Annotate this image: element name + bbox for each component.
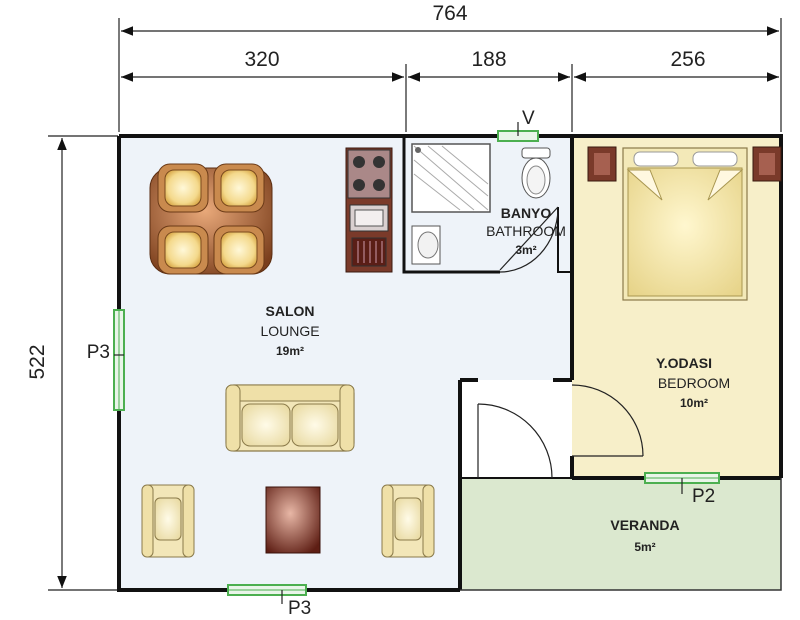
nightstand-left: [587, 146, 617, 182]
dim-total-height: 522: [26, 344, 49, 379]
room-name-bedroom: Y.ODASI: [656, 355, 712, 371]
room-sub-salon: LOUNGE: [260, 323, 319, 339]
label-window-left: P3: [87, 342, 110, 363]
sofa: [225, 384, 355, 452]
dim-segment-3: 256: [670, 48, 705, 71]
dining-set: [149, 163, 273, 275]
toilet-tank: [521, 147, 551, 159]
armchair-left: [141, 484, 195, 558]
room-area-veranda: 5m²: [634, 540, 655, 554]
doors: [477, 206, 644, 479]
stove: [347, 149, 391, 199]
label-window-bedroom: P2: [692, 486, 715, 507]
room-sub-banyo: BATHROOM: [486, 223, 566, 239]
nightstand-right: [752, 146, 782, 182]
windows: [113, 122, 720, 604]
room-area-bedroom: 10m²: [680, 396, 708, 410]
bathroom-fixtures: [411, 143, 551, 265]
kitchen-unit: [345, 147, 393, 273]
double-bed: [622, 147, 748, 301]
room-name-veranda: VERANDA: [610, 517, 679, 533]
shower-head-icon: [415, 147, 421, 153]
chair: [157, 225, 209, 275]
chair: [213, 225, 265, 275]
armchair-right: [381, 484, 435, 558]
chair: [213, 163, 265, 213]
room-name-banyo: BANYO: [501, 205, 552, 221]
dim-segment-1: 320: [244, 48, 279, 71]
veranda-area: [460, 478, 781, 590]
coffee-table: [265, 486, 321, 554]
chair: [157, 163, 209, 213]
walls: [117, 134, 783, 592]
room-area-salon: 19m²: [276, 344, 304, 358]
room-area-banyo: 3m²: [515, 243, 536, 257]
dim-segment-2: 188: [471, 48, 506, 71]
burner-icon: [353, 156, 365, 168]
room-sub-bedroom: BEDROOM: [658, 375, 730, 391]
pillow: [692, 151, 738, 167]
burner-icon: [373, 179, 385, 191]
label-vent: V: [522, 108, 535, 129]
dim-total-width: 764: [432, 2, 467, 25]
burner-icon: [373, 156, 385, 168]
dimension-lines: [48, 18, 782, 591]
burner-icon: [353, 179, 365, 191]
pillow: [633, 151, 679, 167]
room-name-salon: SALON: [266, 303, 315, 319]
drainer: [351, 237, 387, 267]
label-window-bottom: P3: [288, 598, 311, 619]
